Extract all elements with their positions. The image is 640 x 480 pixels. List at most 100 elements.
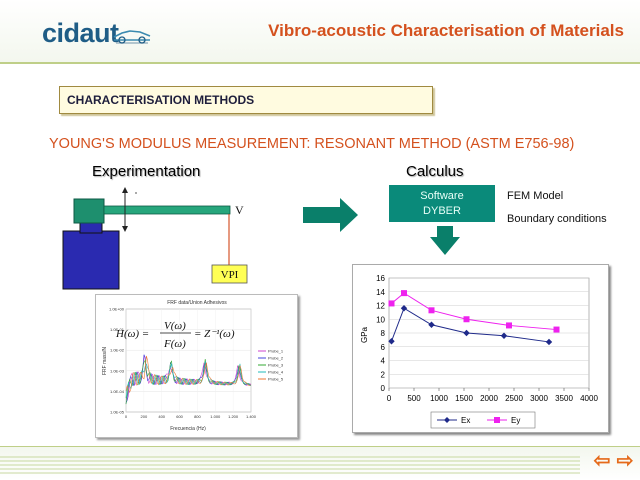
frf-ytick-label: 1.0E-01 [110, 327, 125, 332]
chart-legend-marker [494, 417, 500, 423]
v-label: V [235, 203, 244, 217]
chart-point-ex [463, 329, 470, 337]
frf-xtick-label: 1.400 [246, 414, 257, 419]
vpi-label: VPI [221, 269, 239, 281]
v-label-box [232, 199, 248, 219]
section-box [59, 86, 433, 114]
chart-xtick-label: 2500 [505, 394, 523, 403]
frf-panel: FRF data/Union Adhesivos 1.0E+00 1.0E-01 1… [95, 294, 298, 438]
chart-legend-marker [444, 417, 450, 423]
frf-ytick-label: 1.0E+00 [109, 307, 125, 312]
frf-equation: H(ω) = V(ω) F(ω) = Z⁻¹(ω) [115, 320, 235, 350]
chart-point-ey [506, 322, 512, 329]
chart-series-line-ex [391, 307, 550, 343]
chart-legend-box [430, 411, 536, 429]
modulus-chart: GPa 0 2 4 6 8 10 12 14 16 0 500 1000 1500 2000 2500 30… [360, 274, 598, 429]
chart-point-ex [545, 338, 553, 346]
frf-gridlines [125, 308, 252, 413]
chart-xtick-label: 1500 [455, 394, 473, 403]
chart-ytick-label: 2 [381, 370, 386, 379]
frf-legend-label: Probe_4 [268, 370, 284, 375]
frf-ytick-label: 1.0E-05 [110, 410, 125, 415]
chart-point-ey [388, 300, 395, 307]
frf-curve [125, 355, 251, 394]
frf-xtick-label: 1.000 [210, 414, 221, 419]
calculus-heading: Calculus [406, 163, 464, 180]
chart-point-ey [401, 290, 407, 297]
frf-title: FRF data/Union Adhesivos [167, 300, 227, 306]
equation-numerator: V(ω) [164, 320, 186, 332]
presentation-title: Vibro-acoustic Characterisation of Mater… [268, 21, 624, 40]
boundary-conditions-label: Boundary conditions [507, 213, 607, 225]
beam-specimen [103, 205, 231, 215]
frf-legend-label: Probe_1 [268, 349, 284, 354]
vpi-box [211, 264, 248, 284]
frf-xtick-label: 800 [194, 414, 201, 419]
down-arrow-icon [430, 226, 460, 255]
frf-curves [125, 354, 252, 405]
frf-legend-label: Probe_2 [268, 356, 284, 361]
chart-y-ticks: 0 2 4 6 8 10 12 14 16 [376, 274, 385, 393]
right-arrow-icon [303, 198, 358, 232]
frf-legend-label: Probe_5 [268, 377, 284, 382]
frf-curve [125, 360, 251, 399]
software-box: Software DYBER [389, 185, 495, 222]
frf-xlabel: Frecuencia (Hz) [170, 426, 206, 432]
cidaut-logo: cidaut [42, 18, 119, 48]
frf-xtick-label: 200 [141, 414, 148, 419]
header-divider [0, 62, 640, 64]
shaker-neck [79, 222, 103, 234]
chart-ytick-label: 14 [376, 288, 385, 297]
frf-legend-label: Probe_3 [268, 363, 284, 368]
chart-legend-label: Ey [511, 416, 520, 425]
chart-ytick-label: 0 [381, 384, 386, 393]
frf-xtick-label: 1.200 [228, 414, 239, 419]
chart-point-ex [400, 305, 408, 312]
clamp-block [73, 198, 105, 224]
chart-xtick-label: 500 [407, 394, 421, 403]
chart-point-ex [500, 332, 508, 339]
chart-ytick-label: 12 [376, 302, 385, 311]
car-logo-icon [113, 30, 151, 44]
experimentation-heading: Experimentation [92, 163, 201, 180]
chart-xtick-label: 4000 [580, 394, 598, 403]
chart-xtick-label: 1000 [430, 394, 448, 403]
frf-xtick-label: 400 [158, 414, 165, 419]
next-slide-button[interactable]: ⇨ [616, 450, 634, 472]
equation-rhs: = Z⁻¹(ω) [194, 328, 235, 340]
chart-point-ey [553, 326, 560, 333]
software-line1: Software [420, 190, 464, 202]
chart-legend-label: Ex [461, 416, 470, 425]
fem-model-label: FEM Model [507, 190, 564, 202]
section-label: CHARACTERISATION METHODS [67, 93, 255, 107]
footer-band [0, 447, 640, 480]
chart-ytick-label: 16 [376, 274, 385, 283]
frf-ytick-label: 1.0E-03 [110, 368, 125, 373]
chart-point-ex [388, 338, 395, 345]
equation-denominator: F(ω) [163, 338, 186, 350]
chart-point-ex [428, 321, 435, 328]
chart-ytick-label: 6 [381, 343, 386, 352]
frf-y-ticks: 1.0E+001.0E-011.0E-021.0E-031.0E-041.0E-… [109, 307, 125, 415]
chart-xtick-label: 2000 [480, 394, 498, 403]
chart-ytick-label: 10 [376, 315, 385, 324]
footer-stripes-decoration [0, 456, 580, 474]
shaker-body [62, 230, 120, 290]
chart-point-ey [463, 316, 470, 323]
frf-plot: FRF data/Union Adhesivos 1.0E+00 1.0E-01 1… [102, 300, 284, 432]
chart-legend: Ex Ey [430, 411, 536, 429]
software-line2: DYBER [423, 205, 461, 217]
chart-series [388, 290, 560, 346]
frf-ytick-label: 1.0E-02 [110, 348, 125, 353]
modulus-chart-panel: GPa 0 2 4 6 8 10 12 14 16 0 500 1000 1500 2000 2500 30… [352, 264, 609, 433]
chart-ytick-label: 8 [381, 329, 386, 338]
previous-slide-button[interactable]: ⇦ [593, 450, 611, 472]
chart-xtick-label: 3000 [530, 394, 548, 403]
frf-xtick-label: 0 [125, 414, 128, 419]
frf-ylabel: FRF mass/N [102, 347, 108, 375]
experiment-setup-diagram: V VPI [62, 187, 248, 290]
chart-ytick-label: 4 [381, 357, 386, 366]
chart-ylabel: GPa [360, 326, 369, 343]
